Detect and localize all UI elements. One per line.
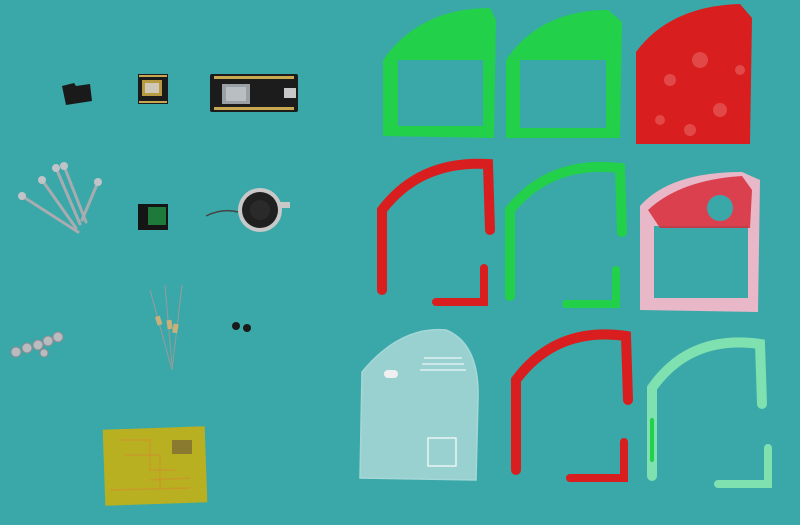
pcb-board — [102, 426, 208, 506]
clear-front-panel — [359, 328, 479, 481]
green-side-panel-2 — [506, 10, 622, 138]
push-button — [138, 204, 168, 230]
nuts — [10, 331, 64, 358]
pink-frame-panel — [640, 172, 760, 312]
small-washers — [232, 322, 251, 332]
screws — [18, 162, 102, 234]
red-frame-arc-2 — [511, 329, 633, 482]
red-pearl-panel — [636, 4, 752, 144]
green-side-panel-1 — [383, 8, 496, 138]
mint-frame-arc — [647, 337, 772, 488]
mp3-module — [138, 74, 168, 104]
nodemcu-board — [210, 74, 298, 112]
resistors — [149, 284, 183, 371]
red-frame-arc-1 — [377, 158, 495, 306]
green-frame-arc — [505, 161, 627, 308]
speaker — [205, 188, 290, 232]
micro-sd-card — [62, 83, 92, 105]
